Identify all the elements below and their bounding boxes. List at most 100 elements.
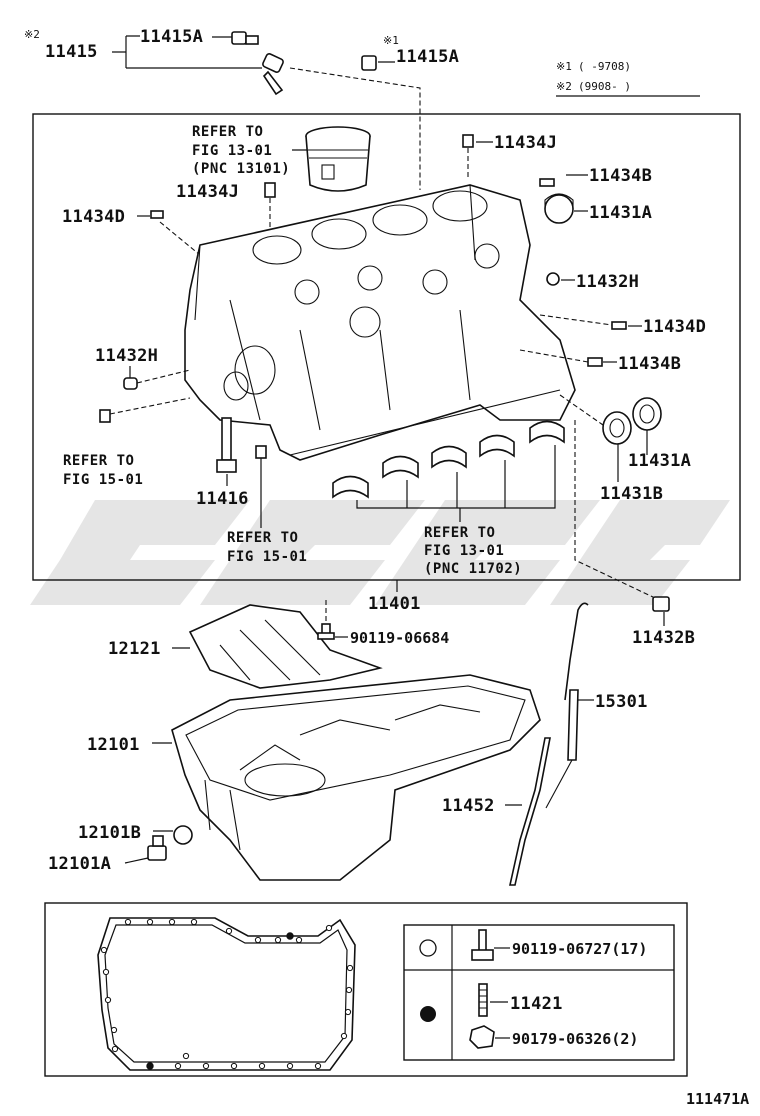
- plug-11432H-icon: [546, 272, 560, 286]
- gasket-bolt-hole: [190, 918, 198, 926]
- part-15301-label: 15301: [595, 692, 648, 712]
- gasket-bolt-hole: [254, 936, 262, 944]
- gasket-bolt-hole: [340, 1032, 348, 1040]
- part-11431A-top-label: 11431A: [589, 203, 652, 223]
- assembly-frame: [32, 113, 741, 581]
- dowel-11434J-icon: [462, 134, 474, 148]
- gasket-bolt-hole: [225, 927, 233, 935]
- part-11431B-label: 11431B: [600, 484, 663, 504]
- gasket-bolt-hole: [174, 1062, 182, 1070]
- watermark: [30, 500, 730, 605]
- open-circle-symbol-icon: [419, 939, 437, 957]
- part-11452-label: 11452: [442, 796, 495, 816]
- baffle-plate-12121-icon: [188, 604, 383, 689]
- stud-11421-icon: [478, 983, 488, 1017]
- legend-row1-part: 90119-06727(17): [512, 940, 647, 958]
- gasket-bolt-hole: [344, 1008, 352, 1016]
- ref3-line2: FIG 15-01: [227, 549, 307, 565]
- note2-mark: ※2: [556, 80, 572, 93]
- part-11434J-right-label: 11434J: [494, 133, 557, 153]
- bolt-90119-06684-icon: [317, 623, 335, 640]
- part-12101-label: 12101: [87, 735, 140, 755]
- part-11434D-right-label: 11434D: [643, 317, 706, 337]
- filled-circle-symbol-icon: [420, 1006, 436, 1022]
- part-11415-label: 11415: [45, 42, 98, 62]
- plug-11415A-icon: [361, 55, 377, 71]
- part-11432B-label: 11432B: [632, 628, 695, 648]
- ref2-line1: REFER TO: [63, 453, 134, 469]
- mark2-label: ※2: [24, 28, 40, 41]
- part-11431A-low-label: 11431A: [628, 451, 691, 471]
- figure-id: 111471A: [686, 1090, 749, 1108]
- gasket-bolt-hole: [295, 936, 303, 944]
- ref2-line2: FIG 15-01: [63, 472, 143, 488]
- gasket-bolt-hole: [258, 1062, 266, 1070]
- gasket-bolt-hole: [100, 946, 108, 954]
- gasket-bolt-hole: [110, 1026, 118, 1034]
- pin-11434D-left-icon: [150, 210, 164, 219]
- part-11434B-top-label: 11434B: [589, 166, 652, 186]
- part-11434D-left-label: 11434D: [62, 207, 125, 227]
- piston-icon: [305, 126, 371, 192]
- nut-90179-06326-icon: [469, 1025, 495, 1049]
- ref1-line2: FIG 13-01: [192, 143, 272, 159]
- drain-plug-12101A-icon: [147, 835, 167, 861]
- pin-11434B-icon: [539, 178, 555, 187]
- pin-11434D-right-icon: [611, 321, 627, 330]
- plug-11432B-icon: [652, 596, 670, 612]
- gasket-stud-hole: [146, 1062, 154, 1070]
- pan-gasket-outline-icon: [97, 917, 356, 1071]
- gasket-bolt-hole: [230, 1062, 238, 1070]
- seal-11431A-icon: [544, 193, 574, 224]
- dowel-center-lower-icon: [255, 445, 267, 459]
- part-12101B-label: 12101B: [78, 823, 141, 843]
- seal-11431A-low-icon: [632, 397, 662, 431]
- part-90119-06684-label: 90119-06684: [350, 629, 449, 647]
- cylinder-block-icon: [184, 184, 576, 461]
- part-11415A-top-label: 11415A: [140, 27, 203, 47]
- gasket-bolt-holes: [100, 918, 354, 1070]
- part-11434J-left-label: 11434J: [176, 182, 239, 202]
- bolt-90119-06727-icon: [471, 929, 494, 961]
- plug-11432H-left-icon: [123, 377, 138, 390]
- ref4-line1: REFER TO: [424, 525, 495, 541]
- oil-pan-12101-icon: [171, 674, 541, 881]
- dipstick-15301-icon: [545, 602, 589, 809]
- note2-text: (9908- ): [578, 80, 631, 93]
- bolt-legend-table: [403, 924, 675, 1061]
- bolt-legend-frame: [44, 902, 688, 1077]
- note1-mark: ※1: [556, 60, 572, 73]
- ref1-line3: (PNC 13101): [192, 161, 290, 177]
- gasket-stud-hole: [286, 932, 294, 940]
- note1-text: ( -9708): [578, 60, 631, 73]
- ref4-line2: FIG 13-01: [424, 543, 504, 559]
- part-11432H-left-label: 11432H: [95, 346, 158, 366]
- gasket-12101B-icon: [173, 825, 193, 845]
- dowel-11434J-left-icon: [264, 182, 276, 198]
- seal-11431B-icon: [602, 411, 632, 445]
- gasket-bolt-hole: [182, 1052, 190, 1060]
- ref1-line1: REFER TO: [192, 124, 263, 140]
- gasket-bolt-hole: [146, 918, 154, 926]
- part-11434B-right-label: 11434B: [618, 354, 681, 374]
- gasket-bolt-hole: [346, 964, 354, 972]
- legend-row2-part1: 11421: [510, 994, 563, 1014]
- gasket-bolt-hole: [345, 986, 353, 994]
- gasket-bolt-hole: [111, 1045, 119, 1053]
- legend-row2-part2: 90179-06326(2): [512, 1030, 638, 1048]
- main-bearings-icon: [332, 420, 565, 499]
- gasket-bolt-hole: [274, 936, 282, 944]
- gasket-bolt-hole: [104, 996, 112, 1004]
- ref4-line3: (PNC 11702): [424, 561, 522, 577]
- part-11401-label: 11401: [368, 594, 421, 614]
- sensor-11415A-icon: [231, 31, 259, 45]
- guide-tube-11452-icon: [509, 737, 551, 886]
- gasket-bolt-hole: [202, 1062, 210, 1070]
- part-11432H-right-label: 11432H: [576, 272, 639, 292]
- part-11416-label: 11416: [196, 489, 249, 509]
- part-11415A-right-label: 11415A: [396, 47, 459, 67]
- gasket-bolt-hole: [286, 1062, 294, 1070]
- pin-11434B-right-icon: [587, 357, 603, 367]
